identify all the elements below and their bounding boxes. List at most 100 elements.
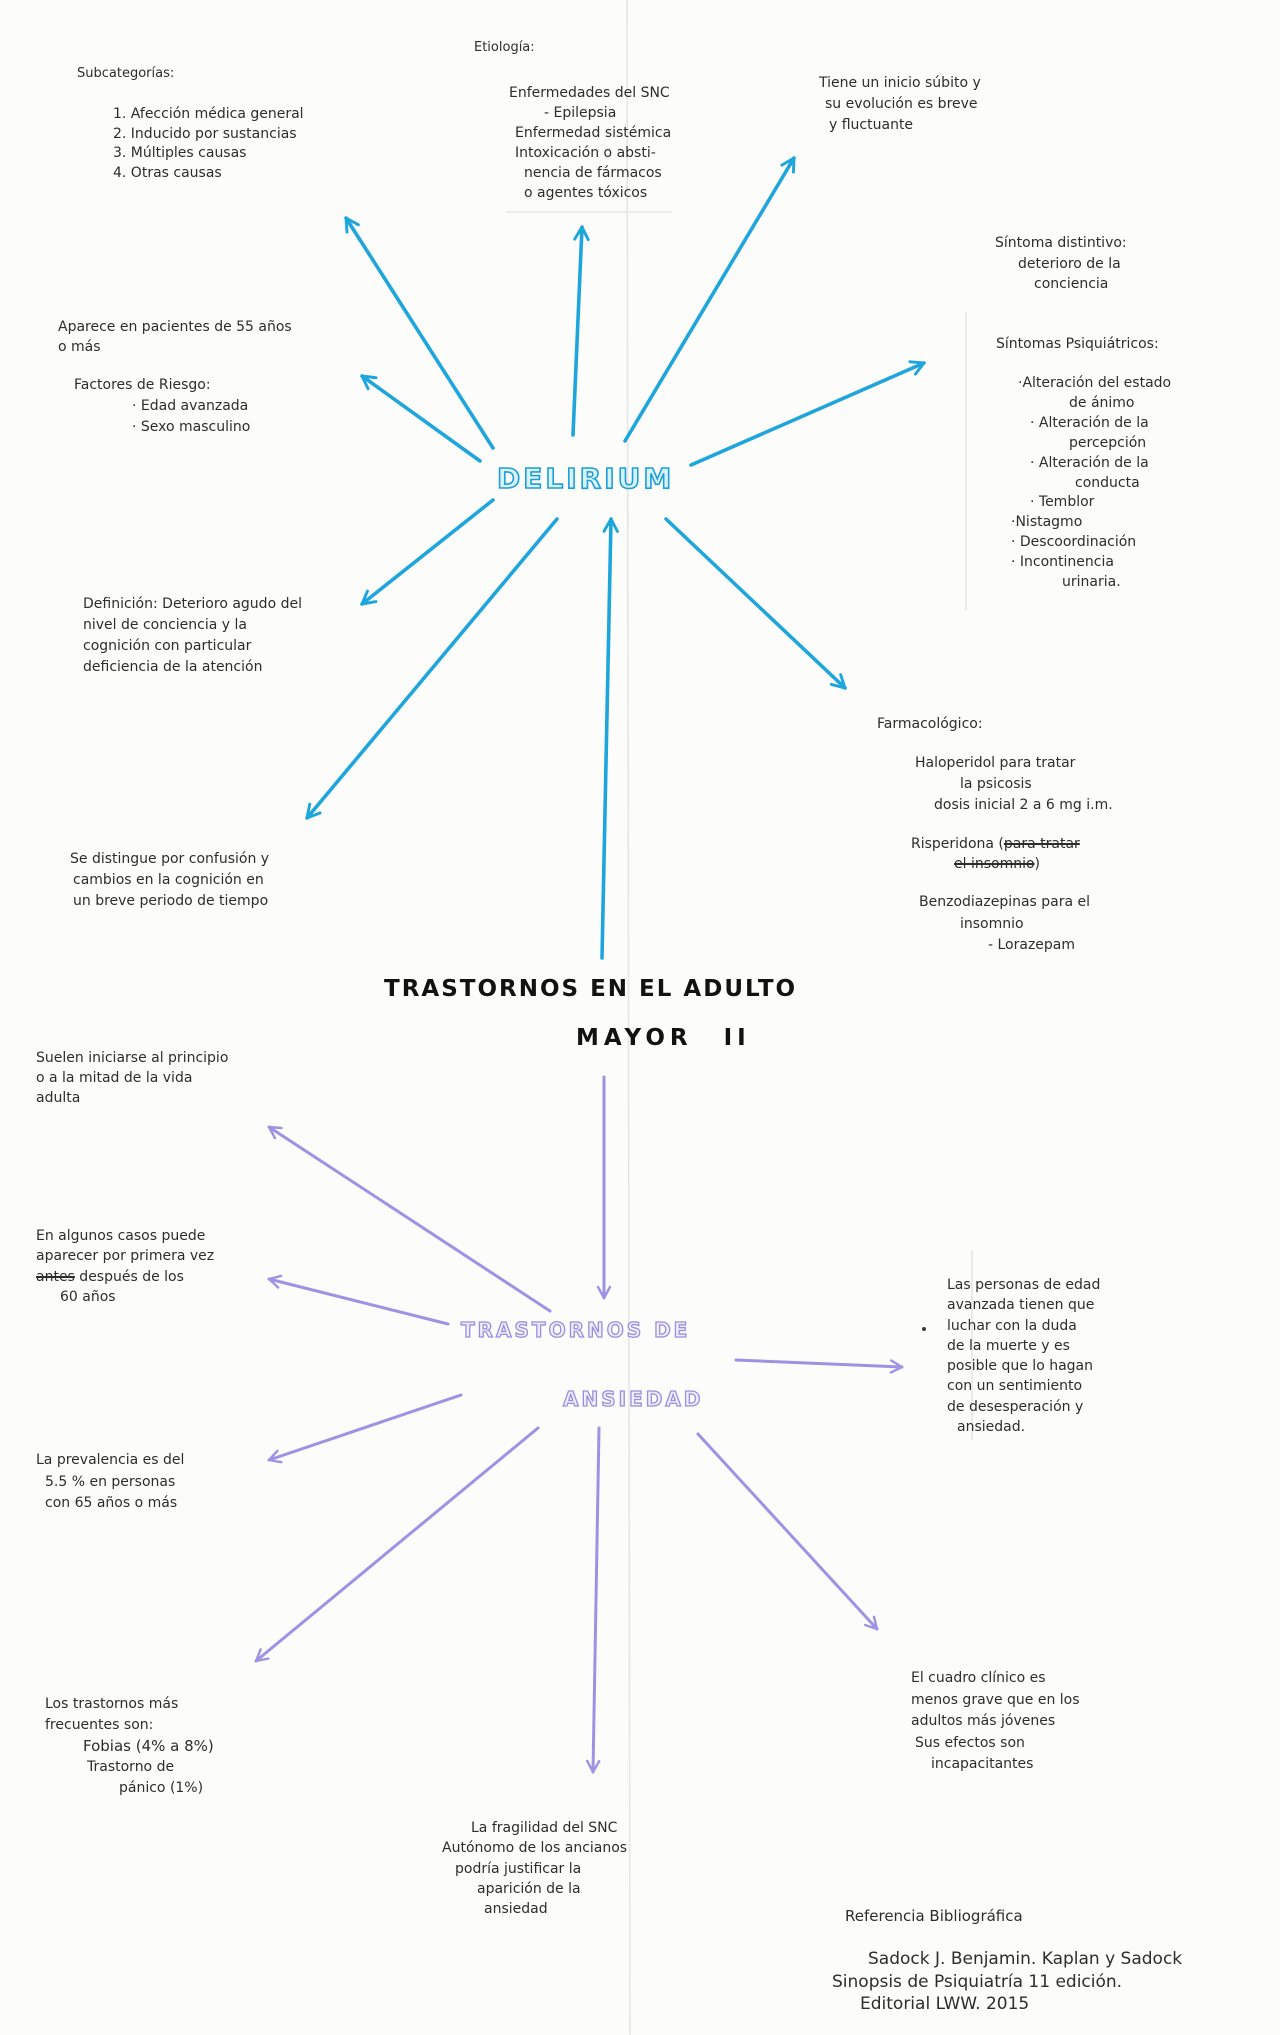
prevalencia-note: La prevalencia es del 5.5 % en personas … bbox=[36, 1450, 184, 1515]
text-line: deficiencia de la atención bbox=[83, 659, 263, 675]
text-line: posible que lo hagan bbox=[947, 1358, 1093, 1375]
text-line: Benzodiazepinas para el bbox=[919, 894, 1091, 910]
text-line: Definición: Deterioro agudo del bbox=[83, 596, 302, 612]
farmacologico-heading: Farmacológico: bbox=[877, 716, 983, 732]
aparece-note: Aparece en pacientes de 55 años o más bbox=[58, 317, 292, 357]
text-line: de la muerte y es bbox=[947, 1337, 1070, 1354]
text-line: ansiedad. bbox=[957, 1419, 1026, 1436]
ansiedad-inicio-note: Suelen iniciarse al principio o a la mit… bbox=[36, 1048, 228, 1108]
text-line: el insomnio) bbox=[911, 854, 1080, 874]
subcategorias-list: 1. Afección médica general 2. Inducido p… bbox=[113, 105, 304, 183]
benzodiazepinas-note: Benzodiazepinas para el insomnio - Loraz… bbox=[919, 892, 1090, 957]
text-line: Las personas de edad bbox=[947, 1277, 1101, 1293]
text-line: nivel de conciencia y la bbox=[83, 617, 247, 633]
text-fragment: después de los bbox=[74, 1268, 184, 1285]
text-line: En algunos casos puede bbox=[36, 1228, 206, 1244]
page-title-line1: TRASTORNOS EN EL ADULTO bbox=[384, 976, 798, 1002]
arrow-ansiedad-to-muerte bbox=[734, 1358, 904, 1374]
ansiedad-node-label-line1: TRASTORNOS DE bbox=[460, 1317, 691, 1342]
text-line: deterioro de la bbox=[1018, 255, 1121, 272]
text-line: La fragilidad del SNC bbox=[471, 1820, 618, 1836]
struck-text: antes bbox=[36, 1268, 75, 1285]
list-item: urinaria. bbox=[1062, 574, 1121, 591]
arrow-title-to-delirium bbox=[600, 517, 619, 960]
referencia-heading: Referencia Bibliográfica bbox=[845, 1907, 1023, 1925]
paper-fold-line bbox=[626, 0, 631, 2035]
text-line: adulta bbox=[36, 1090, 81, 1106]
text-line: conciencia bbox=[1034, 276, 1109, 292]
page-title-line2: MAYOR II bbox=[576, 1025, 751, 1051]
list-item: · Descoordinación bbox=[1011, 534, 1137, 551]
list-item: conducta bbox=[1075, 474, 1140, 491]
text-line: Trastorno de bbox=[87, 1759, 175, 1775]
closing-paren: ) bbox=[1034, 856, 1041, 872]
list-item: de ánimo bbox=[1069, 394, 1135, 411]
risperidona-note: Risperidona (para tratar el insomnio) bbox=[911, 834, 1080, 874]
list-item: · Edad avanzada bbox=[132, 398, 249, 414]
frecuentes-note: Los trastornos más frecuentes son: Fobia… bbox=[45, 1694, 214, 1799]
text-line: podría justificar la bbox=[455, 1860, 582, 1877]
list-item: · Alteración de la bbox=[1030, 414, 1149, 431]
text-line: nencia de fármacos bbox=[524, 165, 662, 181]
arrow-delirium-to-definicion bbox=[360, 498, 495, 606]
cuadro-clinico-note: El cuadro clínico es menos grave que en … bbox=[911, 1668, 1080, 1776]
struck-text: para tratar bbox=[1003, 836, 1080, 852]
arrow-ansiedad-to-prevalencia bbox=[267, 1393, 463, 1464]
ansiedad-node-label-line2: ANSIEDAD bbox=[562, 1386, 704, 1411]
text-line: cognición con particular bbox=[83, 638, 252, 654]
text-line: dosis inicial 2 a 6 mg i.m. bbox=[934, 797, 1113, 813]
subcategorias-heading: Subcategorías: bbox=[77, 66, 175, 81]
text-line: cambios en la cognición en bbox=[73, 872, 264, 888]
text-line: incapacitantes bbox=[931, 1756, 1034, 1772]
referencia-note: Sadock J. Benjamin. Kaplan y Sadock Sino… bbox=[832, 1948, 1182, 2016]
text-line: adultos más jóvenes bbox=[911, 1713, 1056, 1729]
text-line: aparecer por primera vez bbox=[36, 1248, 215, 1265]
bullet-dot bbox=[922, 1327, 926, 1331]
arrow-delirium-to-sintomas bbox=[689, 360, 926, 467]
text-line: avanzada tienen que bbox=[947, 1297, 1095, 1314]
text-line: frecuentes son: bbox=[45, 1717, 154, 1733]
text-line: Intoxicación o absti- bbox=[515, 145, 656, 161]
factores-riesgo-note: Factores de Riesgo: · Edad avanzada · Se… bbox=[74, 375, 250, 438]
text-line: Autónomo de los ancianos bbox=[442, 1840, 628, 1857]
text-line: Sus efectos son bbox=[915, 1734, 1025, 1751]
list-item: · Temblor bbox=[1030, 494, 1095, 511]
text-line: 5.5 % en personas bbox=[45, 1473, 176, 1490]
etiologia-note: Enfermedades del SNC - Epilepsia Enferme… bbox=[509, 83, 671, 203]
arrow-delirium-to-factores bbox=[360, 374, 482, 463]
arrow-delirium-to-inicio bbox=[623, 156, 796, 443]
text-line: menos grave que en los bbox=[911, 1691, 1080, 1708]
risperidona-name: Risperidona ( bbox=[911, 836, 1004, 852]
text-line: la psicosis bbox=[960, 776, 1032, 792]
list-item: 4. Otras causas bbox=[113, 164, 222, 181]
text-line: Haloperidol para tratar bbox=[915, 755, 1076, 771]
inicio-note: Tiene un inicio súbito y su evolución es… bbox=[819, 73, 981, 136]
list-item: · Alteración de la bbox=[1030, 454, 1149, 471]
text-line: Se distingue por confusión y bbox=[70, 851, 270, 867]
sintomas-psiquiatricos-list: ·Alteración del estado de ánimo · Altera… bbox=[1011, 374, 1171, 593]
text-line: Enfermedades del SNC bbox=[509, 85, 670, 101]
arrow-delirium-to-distingue bbox=[305, 517, 559, 820]
primera-vez-note: En algunos casos puede aparecer por prim… bbox=[36, 1226, 214, 1307]
list-item: ·Alteración del estado bbox=[1018, 375, 1172, 391]
arrow-ansiedad-to-inicio bbox=[267, 1125, 552, 1313]
text-line: insomnio bbox=[960, 915, 1024, 932]
text-line: Sadock J. Benjamin. Kaplan y Sadock bbox=[868, 1949, 1183, 1969]
text-line: Risperidona (para tratar bbox=[911, 834, 1080, 854]
text-line: Sinopsis de Psiquiatría 11 edición. bbox=[832, 1971, 1123, 1992]
arrow-ansiedad-to-fragilidad bbox=[585, 1426, 601, 1774]
text-line: Los trastornos más bbox=[45, 1696, 179, 1712]
text-line: pánico (1%) bbox=[119, 1780, 204, 1796]
list-item: 2. Inducido por sustancias bbox=[113, 125, 297, 142]
list-item: ·Nistagmo bbox=[1011, 514, 1083, 531]
text-line: Editorial LWW. 2015 bbox=[860, 1994, 1030, 2014]
text-line: antes después de los bbox=[36, 1267, 214, 1287]
text-line: Suelen iniciarse al principio bbox=[36, 1050, 229, 1066]
text-line: - Epilepsia bbox=[544, 105, 617, 121]
factores-riesgo-heading: Factores de Riesgo: bbox=[74, 377, 211, 393]
text-line: El cuadro clínico es bbox=[911, 1670, 1046, 1686]
muerte-note: Las personas de edad avanzada tienen que… bbox=[947, 1275, 1100, 1437]
se-distingue-note: Se distingue por confusión y cambios en … bbox=[70, 849, 269, 912]
